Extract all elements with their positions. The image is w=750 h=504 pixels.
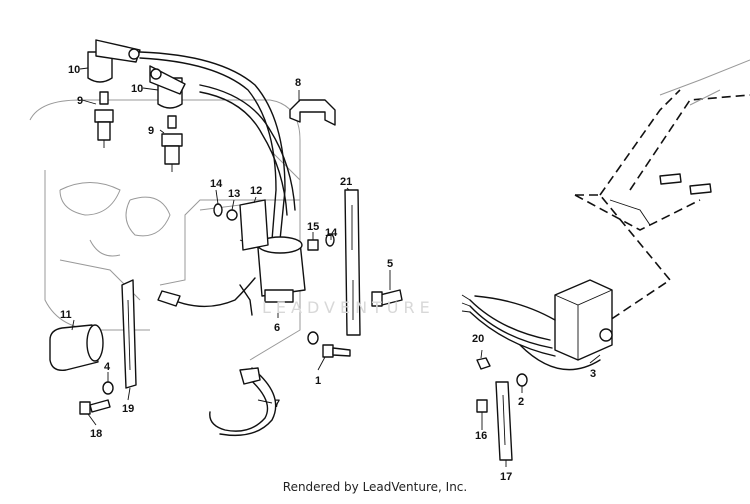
bolt-5: [371, 289, 403, 307]
clamp-7: [209, 367, 277, 437]
washer-14-right: [325, 233, 335, 247]
harness-connector: [157, 277, 256, 316]
callout-4: 4: [104, 361, 111, 373]
watermark-logo: LEADVENTURE: [262, 298, 435, 317]
washer-14-left: [213, 203, 223, 217]
spark-plug-9-upper: [94, 91, 114, 148]
callout-1: 1: [315, 375, 321, 387]
washer-13: [226, 209, 238, 221]
nut-15: [307, 239, 319, 251]
callout-13: 13: [228, 188, 240, 200]
callout-10-lower: 10: [131, 83, 143, 95]
callout-19: 19: [122, 403, 134, 415]
strap-19: [121, 279, 137, 389]
spark-plug-cap-10-upper: [87, 39, 141, 83]
callout-7: 7: [274, 398, 280, 410]
nut-16: [476, 399, 488, 413]
footer-credit: Rendered by LeadVenture, Inc.: [282, 480, 468, 494]
callout-12: 12: [250, 185, 262, 197]
strap-17: [495, 381, 513, 461]
harness-bundle: [461, 294, 601, 371]
callout-16: 16: [475, 430, 487, 442]
module-3: [554, 279, 613, 361]
cap-11: [49, 324, 104, 371]
nut-20: [476, 357, 491, 370]
bolt-1: [322, 344, 351, 358]
coil-bracket-12: [239, 199, 269, 251]
callout-18: 18: [90, 428, 102, 440]
callout-8: 8: [295, 77, 301, 89]
washer-coil: [307, 331, 319, 345]
callout-2: 2: [518, 396, 524, 408]
callout-6: 6: [274, 322, 280, 334]
callout-15: 15: [307, 221, 319, 233]
spark-plug-cap-10-lower: [149, 65, 186, 109]
callout-21: 21: [340, 176, 352, 188]
ignition-coil-6: [239, 236, 306, 303]
callout-9-upper: 9: [77, 95, 83, 107]
bolt-frame-upper: [659, 173, 712, 195]
callout-20: 20: [472, 333, 484, 345]
callout-11: 11: [60, 309, 72, 321]
callout-10-upper: 10: [68, 64, 80, 76]
spark-plug-9-lower: [161, 115, 183, 172]
callout-14-right: 14: [325, 227, 338, 239]
frame-outline: [574, 59, 750, 321]
callout-9-lower: 9: [148, 125, 154, 137]
washer-2: [516, 373, 528, 387]
bolt-18: [79, 399, 111, 415]
bracket-8: [289, 99, 336, 126]
callout-5: 5: [387, 258, 393, 270]
leader-lines: [71, 67, 601, 467]
callout-3: 3: [590, 368, 596, 380]
callout-14-left: 14: [210, 178, 223, 190]
callout-17: 17: [500, 471, 512, 483]
strap-21: [344, 189, 361, 336]
ignition-wires: [139, 51, 296, 241]
washer-4: [102, 381, 114, 395]
